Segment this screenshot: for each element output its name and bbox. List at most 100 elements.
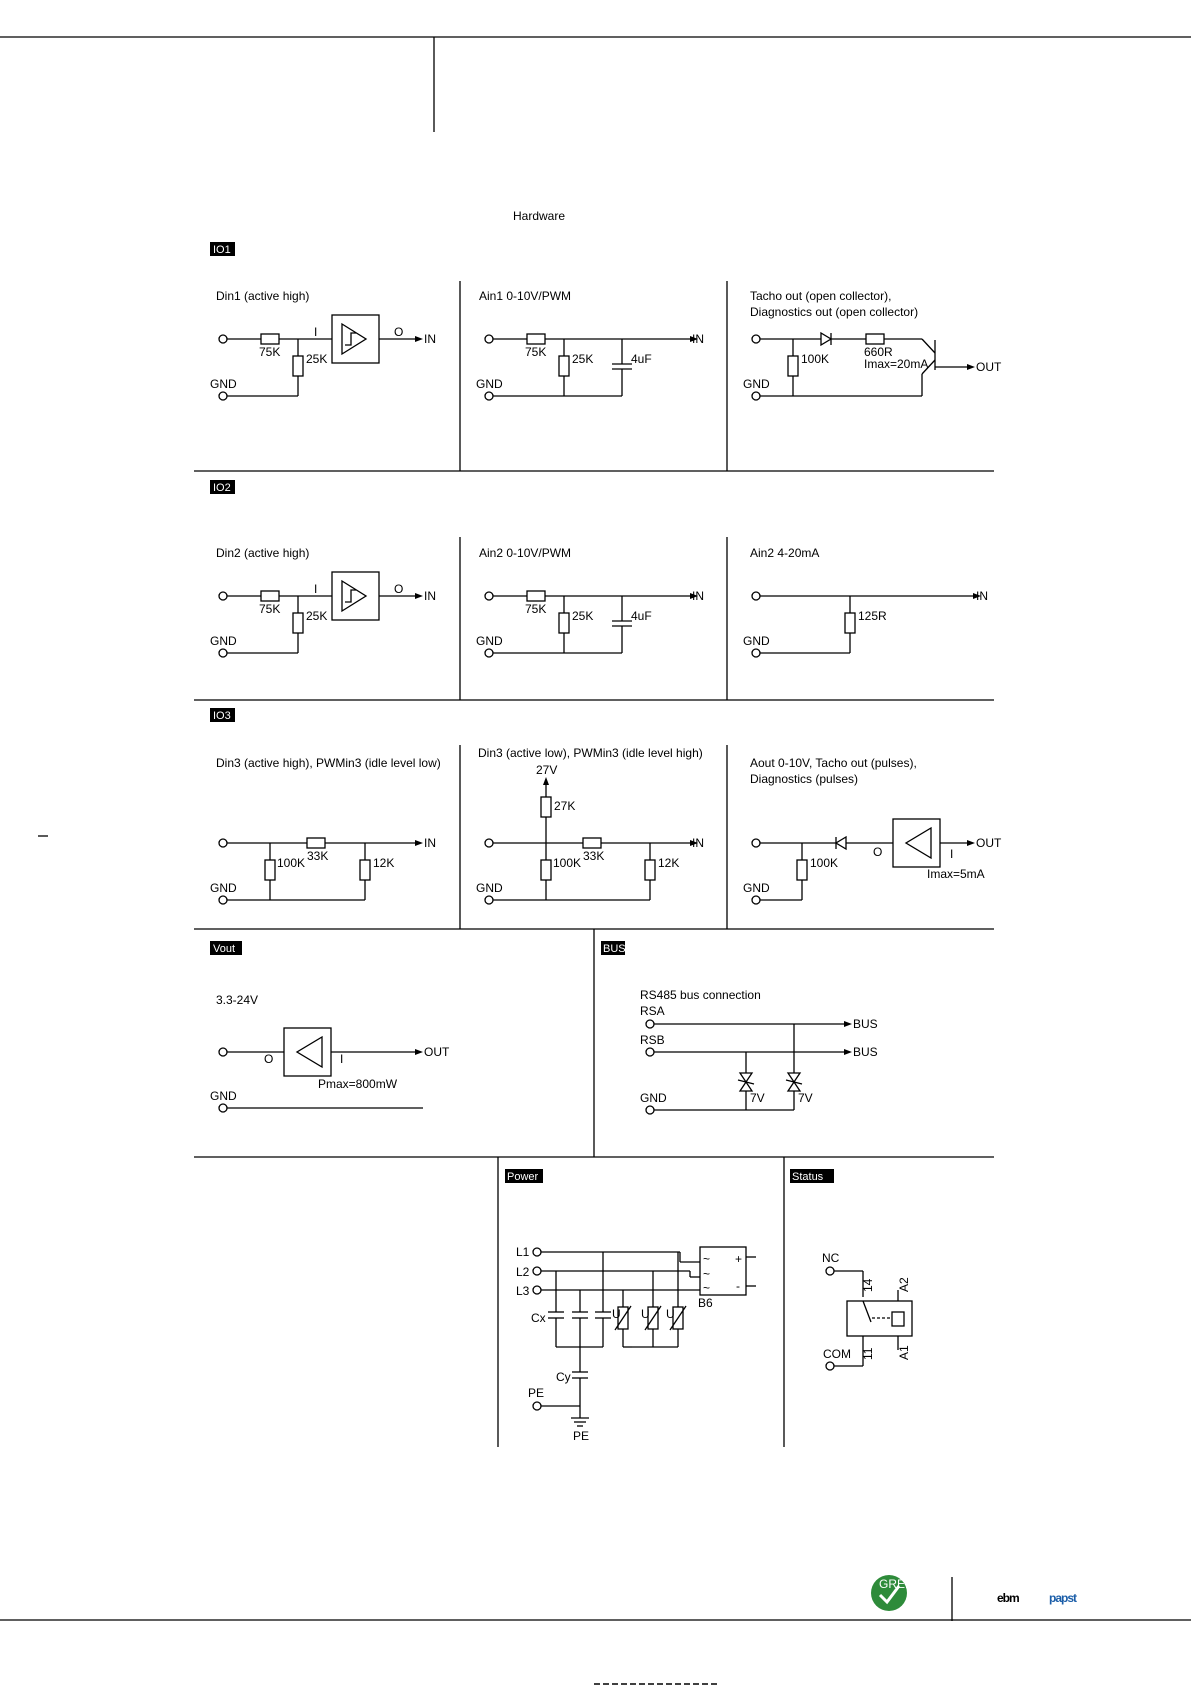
svg-text:Ain1 0-10V/PWM: Ain1 0-10V/PWM — [479, 289, 571, 303]
svg-text:RSA: RSA — [640, 1004, 665, 1018]
ain2-resistor-25k — [558, 612, 570, 634]
din3b-resistor-100k — [540, 859, 552, 881]
svg-text:IN: IN — [976, 589, 988, 603]
green-tech-logo: GREEN TECH — [871, 1575, 957, 1611]
svg-text:RS485 bus connection: RS485 bus connection — [640, 988, 761, 1002]
ain2ma-resistor-125r — [844, 612, 856, 634]
svg-text:IN: IN — [692, 836, 704, 850]
din1-resistor-25k — [292, 355, 304, 377]
din1-title: Din1 (active high) — [216, 289, 309, 303]
din3b-resistor-12k — [644, 859, 656, 881]
svg-text:IN: IN — [424, 332, 436, 346]
svg-text:27V: 27V — [536, 763, 557, 777]
svg-text:O: O — [264, 1052, 273, 1066]
svg-text:RSB: RSB — [640, 1033, 665, 1047]
svg-text:12K: 12K — [373, 856, 394, 870]
din3a-resistor-33k — [306, 837, 326, 849]
svg-text:~: ~ — [703, 1252, 710, 1266]
section-label-bus: BUS — [601, 941, 626, 955]
tacho-terminal — [751, 334, 761, 344]
svg-text:11: 11 — [861, 1347, 875, 1360]
svg-text:Ain2 0-10V/PWM: Ain2 0-10V/PWM — [479, 546, 571, 560]
svg-text:COM: COM — [823, 1347, 851, 1361]
svg-text:IO2: IO2 — [213, 482, 231, 494]
svg-text:100K: 100K — [810, 856, 838, 870]
svg-text:100K: 100K — [801, 352, 829, 366]
svg-text:7V: 7V — [798, 1091, 813, 1105]
grid-frame — [38, 281, 994, 1447]
tacho-resistor-660r — [865, 333, 885, 345]
svg-text:25K: 25K — [306, 609, 327, 623]
svg-text:GND: GND — [210, 377, 237, 391]
circuit-din3-active-low: Din3 (active low), PWMin3 (idle level hi… — [476, 746, 704, 905]
svg-text:33K: 33K — [307, 849, 328, 863]
svg-text:GREEN TECH: GREEN TECH — [879, 1577, 957, 1591]
circuit-din2: Din2 (active high) 75K 25K I O IN GND — [210, 546, 436, 658]
svg-text:GND: GND — [476, 634, 503, 648]
svg-text:27K: 27K — [554, 799, 575, 813]
page-title: Hardware — [513, 209, 565, 223]
svg-text:IO1: IO1 — [213, 244, 231, 256]
circuit-ain2: Ain2 0-10V/PWM IN 75K 25K 4uF GND — [476, 546, 704, 658]
svg-text:L3: L3 — [516, 1284, 530, 1298]
svg-text:25K: 25K — [572, 352, 593, 366]
svg-text:U: U — [666, 1307, 675, 1321]
circuit-power: L1 L2 L3 ~ ~ ~ + - B6 Cx — [516, 1245, 756, 1443]
section-label-vout: Vout — [210, 941, 242, 955]
svg-text:IN: IN — [692, 332, 704, 346]
svg-text:B6: B6 — [698, 1296, 713, 1310]
svg-text:L1: L1 — [516, 1245, 530, 1259]
svg-text:Cx: Cx — [531, 1311, 546, 1325]
circuit-ain2-4-20ma: Ain2 4-20mA IN 125R GND — [743, 546, 988, 658]
svg-text:Imax=20mA: Imax=20mA — [864, 357, 928, 371]
svg-text:7V: 7V — [750, 1091, 765, 1105]
svg-text:I: I — [950, 847, 953, 861]
svg-text:Imax=5mA: Imax=5mA — [927, 867, 985, 881]
section-label-io3: IO3 — [210, 708, 235, 722]
svg-text:25K: 25K — [306, 352, 327, 366]
svg-text:Pmax=800mW: Pmax=800mW — [318, 1077, 398, 1091]
tacho-resistor-100k — [787, 355, 799, 377]
svg-text:O: O — [873, 845, 882, 859]
section-label-io2: IO2 — [210, 480, 235, 494]
svg-text:GND: GND — [210, 634, 237, 648]
svg-text:75K: 75K — [525, 345, 546, 359]
circuit-ain1: Ain1 0-10V/PWM IN 75K 25K 4uF GND — [476, 289, 704, 401]
svg-text:BUS: BUS — [853, 1045, 878, 1059]
svg-text:100K: 100K — [277, 856, 305, 870]
section-label-io1: IO1 — [210, 242, 235, 256]
bus-zener-2 — [786, 1072, 802, 1084]
svg-text:75K: 75K — [525, 602, 546, 616]
ain2-resistor-75k — [526, 590, 546, 602]
aout-diode — [834, 835, 847, 851]
svg-text:OUT: OUT — [424, 1045, 450, 1059]
ain1-resistor-25k — [558, 355, 570, 377]
section-label-power: Power — [505, 1169, 543, 1183]
svg-text:4uF: 4uF — [631, 352, 652, 366]
svg-text:GND: GND — [743, 634, 770, 648]
vout-amplifier — [283, 1027, 332, 1077]
din1-schmitt-trigger — [331, 314, 380, 364]
svg-text:Status: Status — [792, 1171, 824, 1183]
svg-text:Diagnostics (pulses): Diagnostics (pulses) — [750, 772, 858, 786]
ain1-input-terminal — [484, 334, 494, 344]
svg-text:GND: GND — [476, 881, 503, 895]
circuit-din3-active-high: Din3 (active high), PWMin3 (idle level l… — [210, 756, 441, 905]
circuit-aout: Aout 0-10V, Tacho out (pulses), Diagnost… — [743, 756, 1002, 905]
svg-text:O: O — [394, 582, 403, 596]
ebmpapst-logo: ebm papst — [997, 1591, 1078, 1605]
svg-text:A2: A2 — [897, 1277, 911, 1292]
svg-text:Tacho out (open collector),: Tacho out (open collector), — [750, 289, 891, 303]
circuit-vout: 3.3-24V O OUT I Pmax=800mW GND — [210, 993, 450, 1113]
din1-resistor-75k — [260, 333, 280, 345]
svg-text:IO3: IO3 — [213, 710, 231, 722]
svg-text:Ain2 4-20mA: Ain2 4-20mA — [750, 546, 819, 560]
svg-text:IN: IN — [692, 589, 704, 603]
svg-text:U: U — [641, 1307, 650, 1321]
svg-text:IN: IN — [424, 836, 436, 850]
svg-text:14: 14 — [861, 1278, 875, 1292]
din1-input-terminal — [218, 334, 228, 344]
din3a-resistor-100k — [264, 859, 276, 881]
